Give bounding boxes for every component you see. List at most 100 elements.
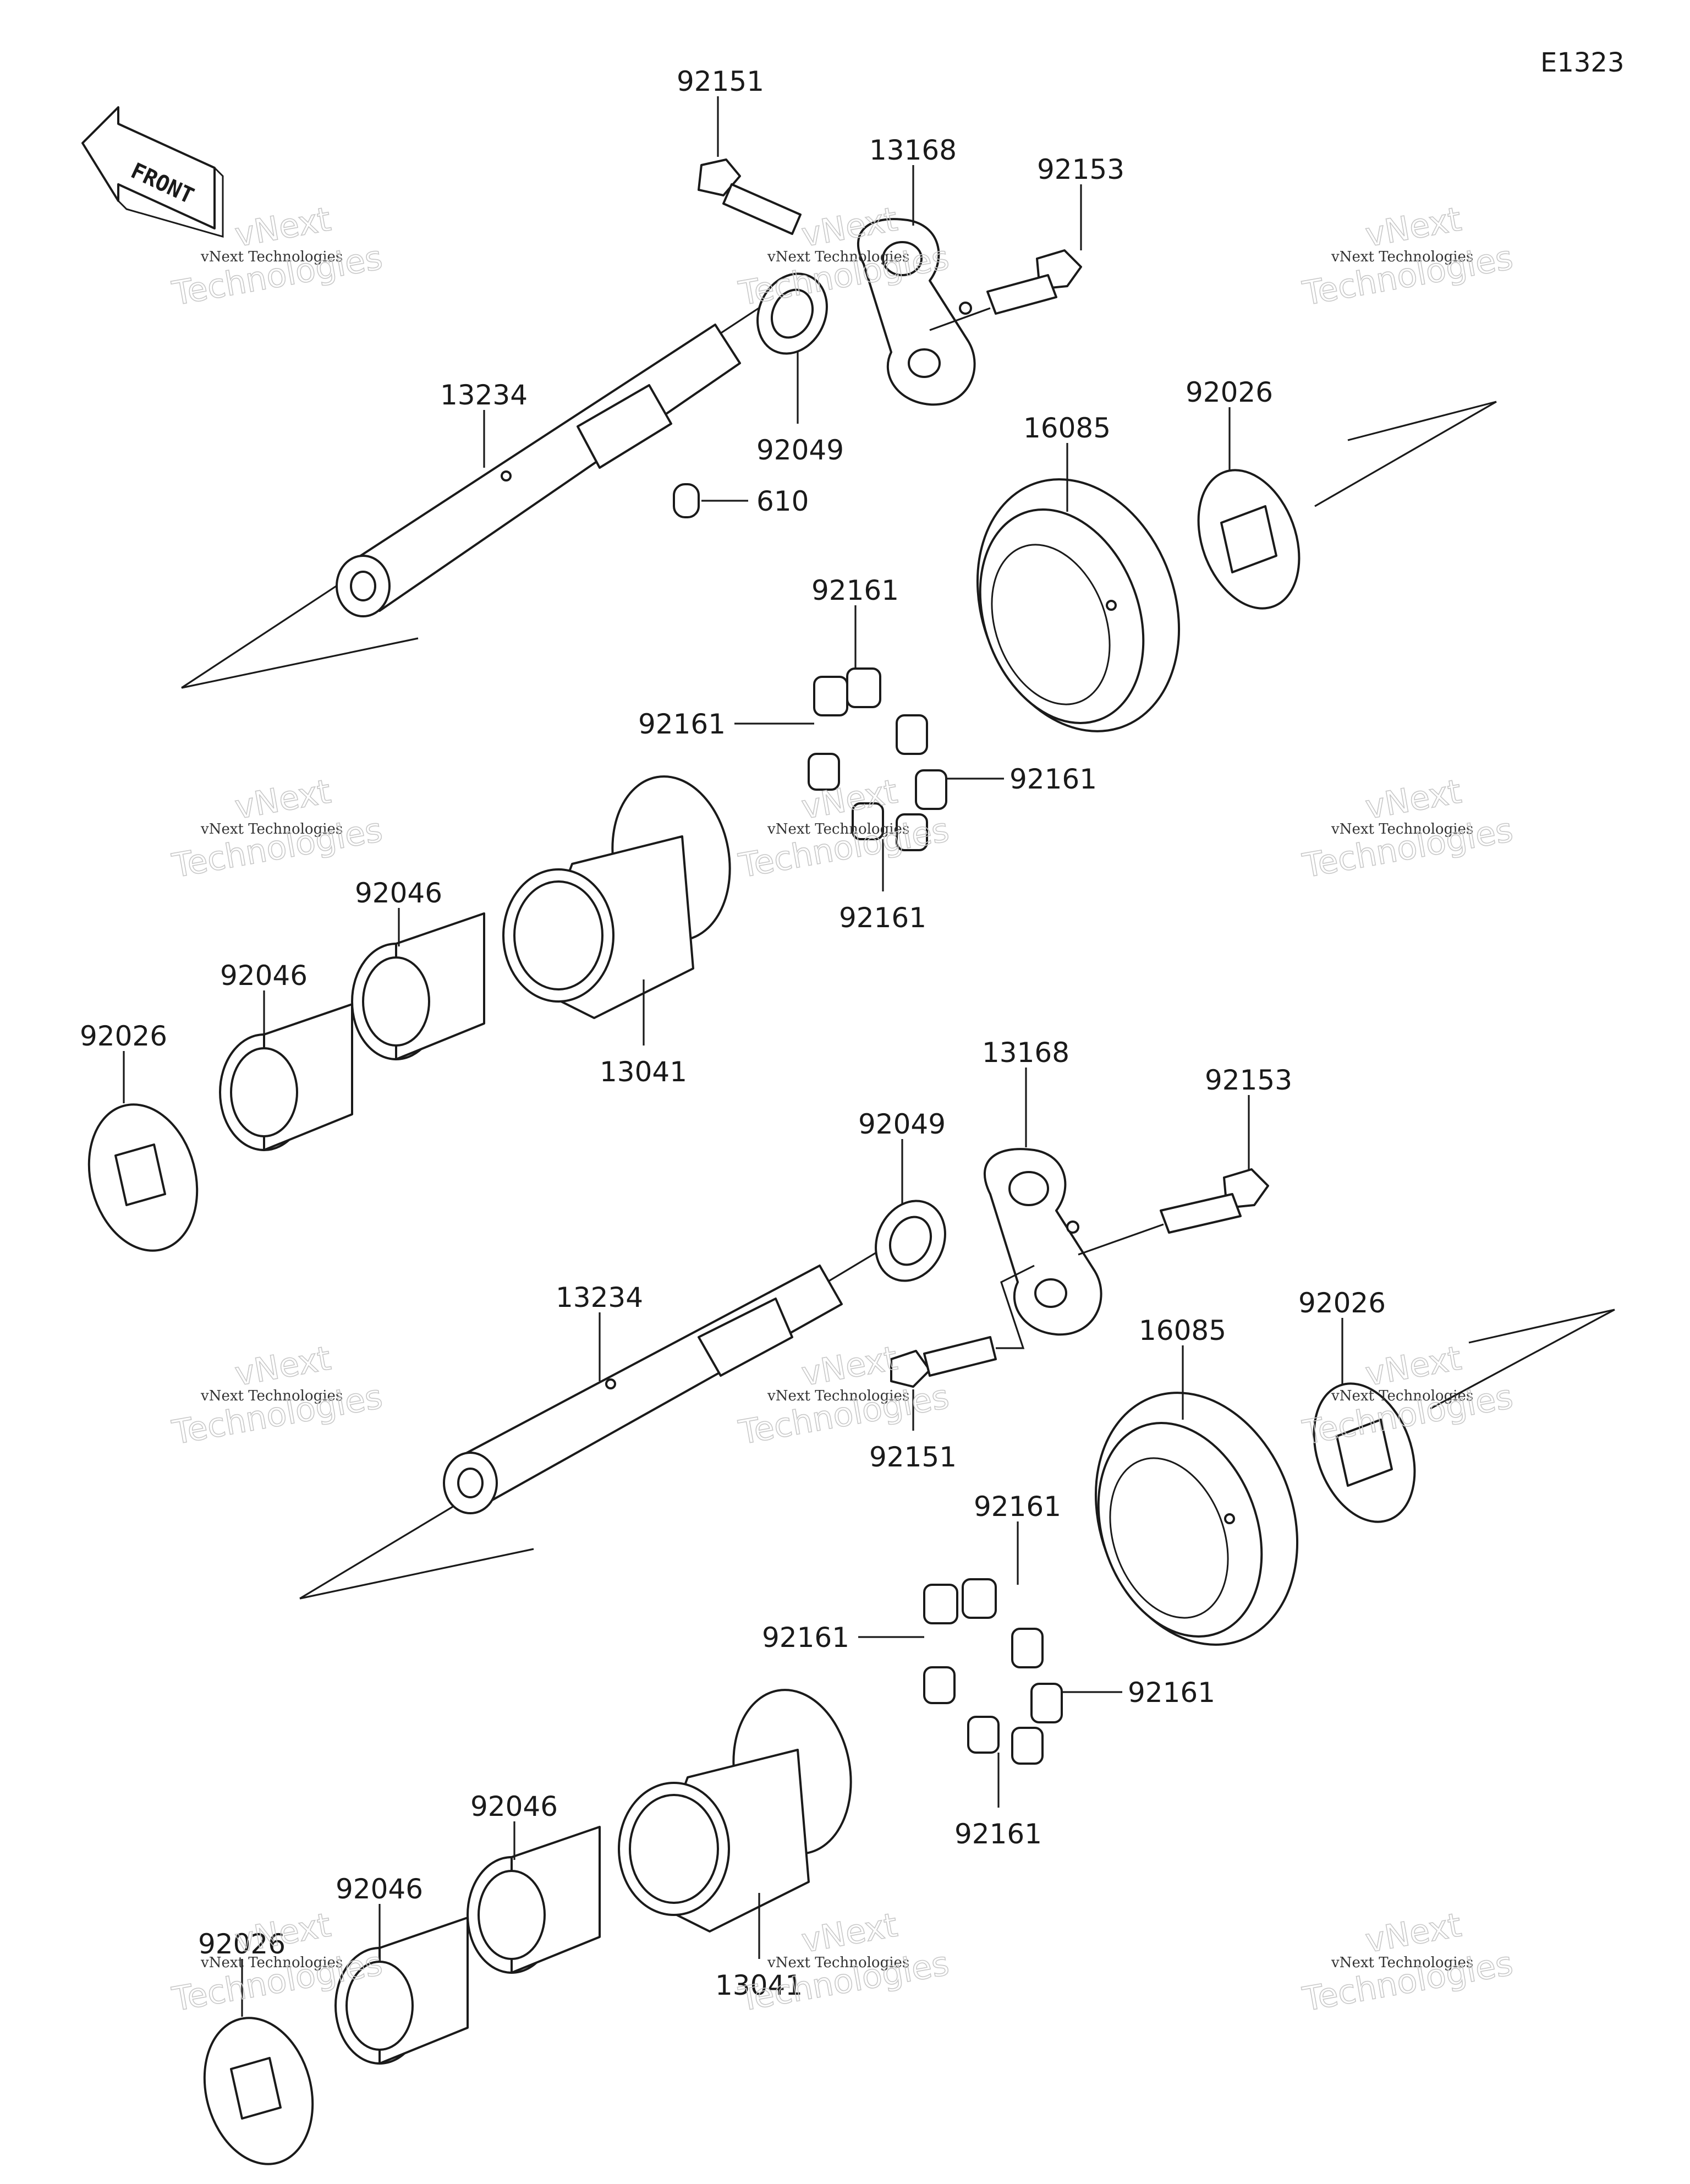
callout-lower-rollers-top: 92161 xyxy=(974,1491,1061,1585)
svg-text:13041: 13041 xyxy=(600,1056,687,1088)
svg-text:92026: 92026 xyxy=(1298,1287,1386,1319)
svg-text:92151: 92151 xyxy=(869,1441,957,1473)
svg-text:vNext Technologies: vNext Technologies xyxy=(1331,1388,1473,1404)
svg-text:vNext: vNext xyxy=(1363,200,1464,254)
svg-text:92161: 92161 xyxy=(839,902,926,934)
callout-lower-hub: 13041 xyxy=(715,1893,803,2001)
svg-text:92153: 92153 xyxy=(1037,154,1124,185)
watermark-12: vNext Technologies vNext Technologies xyxy=(1299,1906,1516,2019)
lower-arm xyxy=(983,1148,1102,1336)
lower-bolt-a xyxy=(890,1265,1035,1388)
svg-text:vNext Technologies: vNext Technologies xyxy=(767,821,909,838)
upper-rollers xyxy=(808,667,947,851)
svg-text:92026: 92026 xyxy=(80,1020,167,1052)
upper-hub xyxy=(502,775,731,1019)
upper-seal xyxy=(756,272,828,355)
callout-lower-rollers-bottom: 92161 xyxy=(954,1753,1042,1850)
svg-text:vNext Technologies: vNext Technologies xyxy=(1331,249,1473,265)
svg-text:92046: 92046 xyxy=(220,960,308,992)
callout-lower-rollers-left: 92161 xyxy=(762,1622,924,1654)
svg-text:610: 610 xyxy=(756,485,809,517)
svg-text:92161: 92161 xyxy=(954,1818,1042,1850)
svg-text:vNext: vNext xyxy=(232,1339,334,1393)
lower-washer-right xyxy=(1313,1382,1416,1523)
svg-text:92161: 92161 xyxy=(1128,1677,1215,1709)
callout-upper-rollers-bottom: 92161 xyxy=(839,839,926,934)
callout-upper-bearing-a: 92046 xyxy=(220,960,308,1034)
svg-text:92151: 92151 xyxy=(677,65,764,97)
callout-upper-bearing-b: 92046 xyxy=(355,877,442,946)
svg-text:vNext Technologies: vNext Technologies xyxy=(200,1388,343,1404)
watermark-4: vNext Technologies vNext Technologies xyxy=(169,772,386,886)
front-arrow-icon: FRONT xyxy=(81,106,224,238)
svg-text:vNext: vNext xyxy=(232,1906,334,1960)
callout-upper-seal: 92049 xyxy=(756,352,844,466)
svg-text:13168: 13168 xyxy=(982,1037,1069,1069)
svg-text:92026: 92026 xyxy=(1186,376,1273,408)
svg-text:vNext: vNext xyxy=(799,1339,901,1393)
svg-text:92161: 92161 xyxy=(811,574,899,606)
svg-text:92161: 92161 xyxy=(1009,763,1097,795)
lower-assembly: 13168 92153 92049 13234 92151 16085 9202… xyxy=(198,1037,1615,2165)
svg-text:16085: 16085 xyxy=(1023,412,1111,444)
svg-text:92049: 92049 xyxy=(756,434,844,466)
upper-shaft xyxy=(336,324,741,617)
svg-text:92161: 92161 xyxy=(638,708,726,740)
callout-upper-gear: 16085 xyxy=(1023,412,1111,512)
upper-bolt-a xyxy=(698,158,802,235)
callout-lower-shaft: 13234 xyxy=(556,1282,643,1381)
svg-text:13168: 13168 xyxy=(869,134,957,166)
callout-upper-pin: 610 xyxy=(701,485,809,517)
upper-washer-right xyxy=(1197,469,1301,610)
callout-upper-washer-right: 92026 xyxy=(1186,376,1273,470)
svg-text:vNext Technologies: vNext Technologies xyxy=(200,1955,343,1971)
svg-text:vNext: vNext xyxy=(1363,1339,1464,1393)
svg-text:vNext: vNext xyxy=(232,772,334,826)
lower-shaft xyxy=(443,1265,843,1514)
watermark-7: vNext Technologies vNext Technologies xyxy=(169,1339,386,1453)
lower-bearing-a xyxy=(334,1917,469,2065)
svg-text:92161: 92161 xyxy=(974,1491,1061,1523)
upper-bolt-b xyxy=(929,249,1082,331)
svg-text:92153: 92153 xyxy=(1205,1064,1292,1096)
callout-upper-bolt-a: 92151 xyxy=(677,65,764,157)
svg-text:vNext Technologies: vNext Technologies xyxy=(1331,1955,1473,1971)
lower-hub xyxy=(618,1689,852,1933)
callout-upper-arm: 13168 xyxy=(869,134,957,226)
callout-lower-seal: 92049 xyxy=(858,1108,946,1205)
svg-text:vNext Technologies: vNext Technologies xyxy=(767,1388,909,1404)
callout-lower-bearing-a: 92046 xyxy=(336,1873,423,1948)
callout-lower-bolt-b: 92153 xyxy=(1205,1064,1292,1169)
svg-text:92046: 92046 xyxy=(470,1791,558,1822)
svg-text:13234: 13234 xyxy=(556,1282,643,1313)
svg-text:13041: 13041 xyxy=(715,1969,803,2001)
lower-seal xyxy=(875,1200,946,1282)
upper-bearing-b xyxy=(351,912,485,1060)
svg-text:92161: 92161 xyxy=(762,1622,849,1654)
callout-lower-gear: 16085 xyxy=(1139,1315,1226,1420)
watermark-3: vNext Technologies vNext Technologies xyxy=(1299,200,1516,314)
lower-washer-left xyxy=(203,2017,314,2165)
upper-bearing-a xyxy=(219,1003,353,1151)
upper-pin xyxy=(673,483,700,518)
svg-text:vNext Technologies: vNext Technologies xyxy=(1331,821,1473,838)
callout-upper-rollers-left: 92161 xyxy=(638,708,814,740)
svg-text:13234: 13234 xyxy=(440,379,528,411)
callout-upper-hub: 13041 xyxy=(600,979,687,1088)
svg-text:vNext Technologies: vNext Technologies xyxy=(767,249,909,265)
watermark-6: vNext Technologies vNext Technologies xyxy=(1299,772,1516,886)
svg-text:16085: 16085 xyxy=(1139,1315,1226,1346)
upper-arm xyxy=(857,218,976,406)
lower-rollers xyxy=(923,1578,1063,1765)
lower-bolt-b xyxy=(1078,1168,1269,1256)
watermark-11: vNext Technologies vNext Technologies xyxy=(736,1906,952,2019)
svg-text:vNext: vNext xyxy=(799,1906,901,1960)
upper-gear xyxy=(976,478,1181,732)
callout-upper-shaft: 13234 xyxy=(440,379,528,468)
callout-lower-bearing-b: 92046 xyxy=(470,1791,558,1860)
lower-bearing-b xyxy=(467,1826,601,1974)
svg-text:vNext: vNext xyxy=(1363,1906,1464,1960)
svg-text:vNext Technologies: vNext Technologies xyxy=(200,249,343,265)
callout-upper-rollers-top: 92161 xyxy=(811,574,899,669)
